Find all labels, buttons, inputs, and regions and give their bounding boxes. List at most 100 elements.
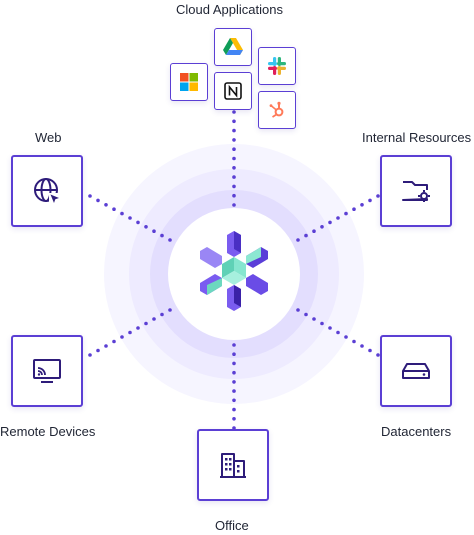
server-drive-icon: [402, 363, 430, 379]
connector-dot: [232, 370, 236, 375]
connector-dot: [104, 344, 108, 348]
connector-dot: [336, 330, 340, 335]
connector-dot: [296, 308, 300, 312]
microsoft-icon: [180, 73, 198, 91]
connector-dot: [112, 207, 116, 211]
connector-dot: [232, 352, 236, 357]
connector-dot: [144, 321, 148, 326]
connector-dot: [376, 194, 380, 198]
connector-dot: [112, 339, 116, 344]
connector-dot: [160, 233, 164, 238]
connector-dot: [232, 407, 236, 412]
connector-dot: [232, 119, 236, 124]
connector-dot: [144, 225, 148, 229]
connector-internal: [296, 194, 380, 242]
microsoft-tile[interactable]: [170, 63, 208, 101]
connector-dot: [232, 138, 236, 142]
globe-cursor-icon: [34, 178, 61, 205]
connector-lines: [88, 110, 380, 430]
connector-dot: [232, 426, 236, 430]
internal-resources-label: Internal Resources: [362, 130, 472, 145]
connector-cloud: [232, 110, 236, 207]
connector-dot: [336, 216, 340, 220]
connector-dot: [128, 330, 132, 335]
remote-devices-node[interactable]: [11, 335, 83, 407]
connector-dot: [104, 203, 108, 207]
connector-dot: [312, 229, 316, 233]
connector-dot: [312, 317, 316, 321]
connector-web: [88, 194, 172, 242]
connector-dot: [168, 308, 172, 312]
folder-gear-icon: [402, 181, 430, 202]
notion-tile[interactable]: [214, 72, 252, 110]
connector-dot: [296, 238, 300, 242]
datacenters-node[interactable]: [380, 335, 452, 407]
connector-dot: [232, 193, 236, 198]
connector-dot: [320, 321, 324, 326]
connector-dot: [232, 147, 236, 151]
remote-devices-label: Remote Devices: [0, 424, 96, 439]
office-node[interactable]: [197, 429, 269, 501]
connector-dot: [152, 229, 156, 233]
connector-dot: [232, 380, 236, 384]
connector-dot: [232, 203, 236, 207]
hubspot-tile[interactable]: [258, 91, 296, 129]
connector-dot: [304, 233, 308, 238]
connector-dot: [232, 175, 236, 179]
connector-dot: [232, 156, 236, 161]
hub-logo: [200, 231, 268, 311]
connector-dot: [328, 220, 332, 225]
google-drive-tile[interactable]: [214, 28, 252, 66]
connector-office: [232, 343, 236, 430]
connector-remote: [88, 308, 172, 357]
hexagonal-snowflake-logo: [200, 231, 268, 311]
connector-dot: [352, 207, 356, 211]
connector-dot: [304, 312, 308, 317]
connector-dot: [232, 361, 236, 366]
connector-dot: [96, 198, 100, 203]
notion-icon: [224, 82, 242, 100]
connector-dot: [232, 110, 236, 114]
connector-dot: [368, 348, 372, 353]
connector-dot: [152, 317, 156, 321]
google-drive-icon: [223, 38, 243, 55]
hubspot-icon: [269, 101, 284, 118]
cast-screen-icon: [33, 359, 61, 383]
web-label: Web: [35, 130, 62, 145]
connector-dot: [376, 353, 380, 357]
slack-icon: [268, 57, 286, 75]
connector-dot: [160, 312, 164, 317]
connector-datacenters: [296, 308, 380, 357]
connector-dot: [168, 238, 172, 242]
connector-dot: [136, 220, 140, 225]
connector-dot: [328, 326, 332, 330]
internal-resources-node[interactable]: [380, 155, 452, 227]
connector-dot: [232, 389, 236, 393]
cloud-applications-label: Cloud Applications: [176, 2, 283, 17]
connector-dot: [232, 417, 236, 421]
connector-dot: [136, 326, 140, 330]
connector-dot: [360, 344, 364, 348]
connector-dot: [88, 353, 92, 357]
slack-tile[interactable]: [258, 47, 296, 85]
connector-dot: [232, 166, 236, 170]
connector-dot: [344, 211, 348, 216]
connector-dot: [232, 398, 236, 403]
office-label: Office: [215, 518, 249, 533]
connector-dot: [360, 203, 364, 207]
connector-dot: [232, 184, 236, 189]
connector-dot: [120, 211, 124, 216]
web-node[interactable]: [11, 155, 83, 227]
connector-dot: [232, 343, 236, 347]
connector-dot: [352, 339, 356, 344]
connector-dot: [368, 198, 372, 203]
datacenters-label: Datacenters: [381, 424, 452, 439]
connector-dot: [232, 128, 236, 133]
connector-dot: [320, 225, 324, 229]
office-building-icon: [220, 453, 246, 478]
connector-dot: [88, 194, 92, 198]
connector-dot: [128, 216, 132, 220]
connector-dot: [96, 348, 100, 353]
connector-dot: [120, 335, 124, 339]
